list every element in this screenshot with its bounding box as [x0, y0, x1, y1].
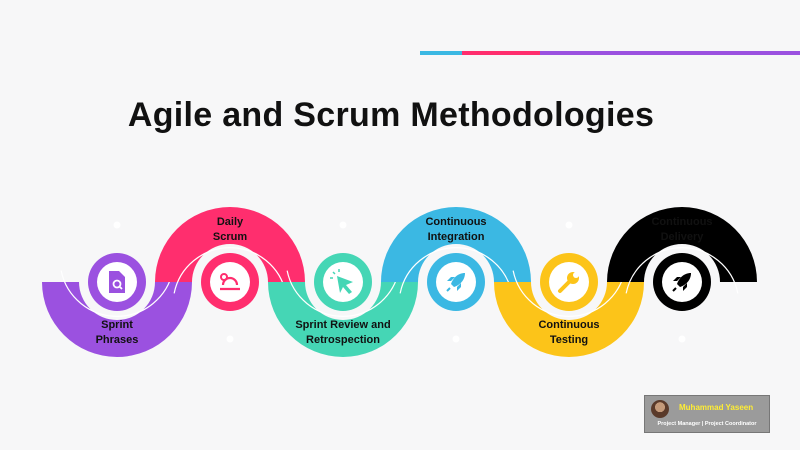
step-label-line: Delivery [660, 231, 704, 243]
accent-bar-pink [462, 51, 540, 55]
accent-bar-purple [540, 51, 800, 55]
arc-dot [565, 221, 573, 229]
step-6-arc [607, 207, 757, 343]
step-label-line: Scrum [212, 231, 248, 243]
arc-dot [452, 335, 460, 343]
wrench-icon [558, 272, 579, 293]
step-1-icon-circle [88, 253, 146, 311]
step-3-icon-circle [314, 253, 372, 311]
author-name: Muhammad Yaseen [679, 403, 754, 412]
scrum-cycle-icon [220, 273, 240, 291]
step-2-icon-circle [201, 253, 259, 311]
arc-dot [226, 335, 234, 343]
author-role: Project Manager | Project Coordinator [657, 421, 757, 427]
step-label-line: Continuous [651, 216, 713, 228]
step-label-line: Sprint [101, 319, 133, 331]
step-label-line: Continuous [538, 319, 600, 331]
step-5-icon-circle [540, 253, 598, 311]
step-4-icon-circle [427, 253, 485, 311]
step-label-line: Phrases [95, 334, 139, 346]
step-5-arc [494, 221, 644, 357]
cursor-click-icon [330, 269, 353, 294]
step-1-arc [42, 221, 192, 357]
document-search-icon [109, 271, 125, 293]
step-label-line: Continuous [425, 216, 487, 228]
step-2-arc [155, 207, 305, 343]
step-label-line: Sprint Review and [295, 319, 391, 331]
arc-dot [678, 335, 686, 343]
step-label-line: Daily [216, 216, 244, 228]
accent-bar-cyan [420, 51, 462, 55]
step-label-line: Integration [427, 231, 485, 243]
step-4-arc [381, 207, 531, 343]
rocket-icon [446, 273, 465, 292]
arc-dot [113, 221, 121, 229]
step-label-line: Testing [549, 334, 589, 346]
step-label-line: Retrospection [306, 334, 380, 346]
step-6-icon-circle [653, 253, 711, 311]
author-badge: Muhammad Yaseen Project Manager | Projec… [644, 395, 770, 433]
arc-dot [339, 221, 347, 229]
step-3-arc [268, 221, 418, 357]
avatar [651, 400, 669, 418]
page-title: Agile and Scrum Methodologies [127, 96, 655, 134]
rocket-icon [672, 273, 691, 292]
